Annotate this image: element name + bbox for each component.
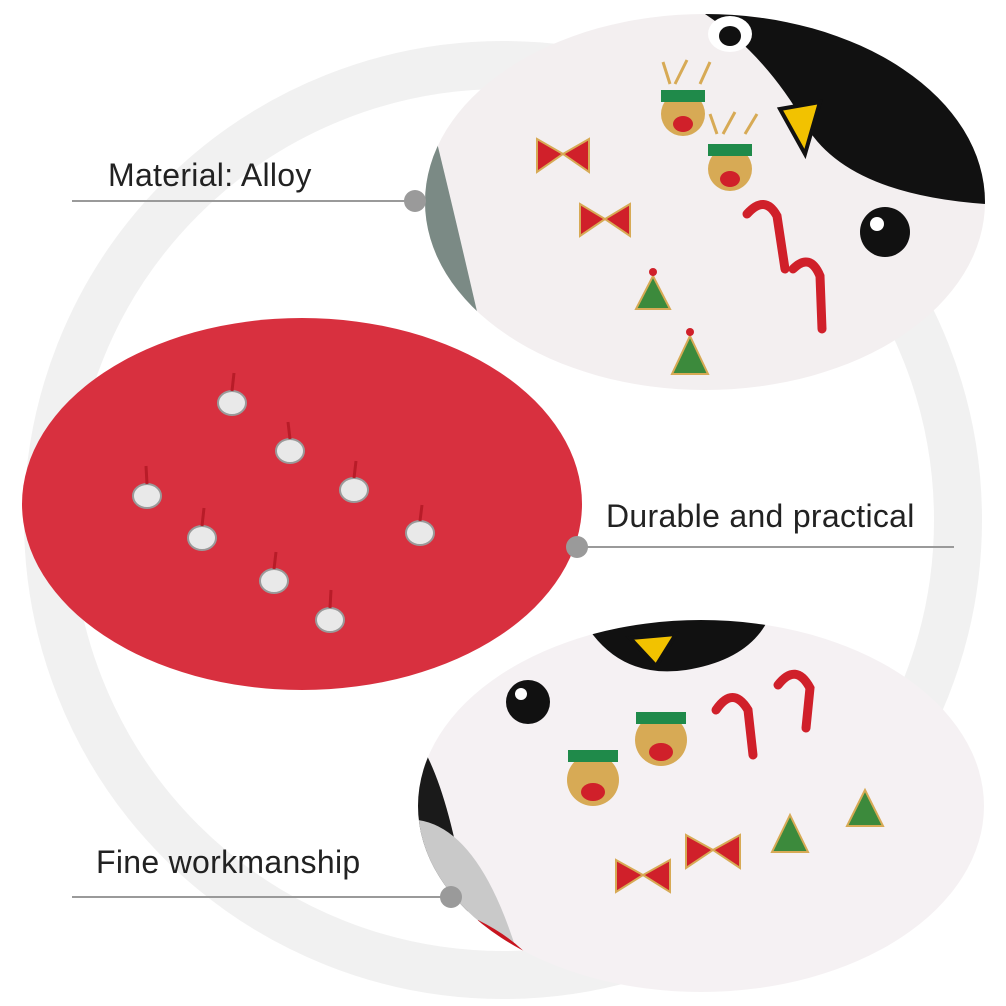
callout-dot-bottom <box>440 886 462 908</box>
earring-backs <box>132 390 435 633</box>
callout-line-top <box>72 200 412 202</box>
top-photo-penguin-earrings <box>425 14 985 390</box>
label-material: Material: Alloy <box>108 157 312 193</box>
callout-dot-middle <box>566 536 588 558</box>
label-durable: Durable and practical <box>606 498 915 534</box>
callout-dot-top <box>404 190 426 212</box>
middle-photo-earring-backs <box>22 318 582 690</box>
label-workmanship: Fine workmanship <box>96 844 361 880</box>
callout-line-bottom <box>72 896 452 898</box>
bottom-photo-penguin-earrings <box>418 620 984 992</box>
callout-line-middle <box>578 546 954 548</box>
